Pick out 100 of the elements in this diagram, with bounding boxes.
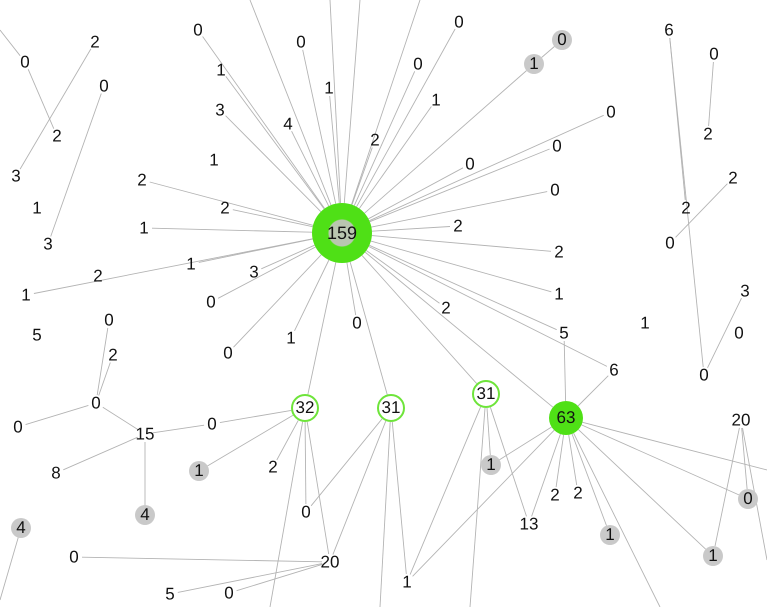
network-edge <box>675 183 728 238</box>
network-edge <box>270 421 304 607</box>
node-label: 1 <box>137 218 151 238</box>
node-label: 2 <box>91 266 105 286</box>
network-edge <box>329 96 340 204</box>
network-edge <box>219 410 292 424</box>
node-label: 13 <box>518 514 540 534</box>
circle-node: 1 <box>703 546 723 566</box>
node-label: 20 <box>318 552 342 572</box>
network-edge <box>371 226 450 232</box>
network-edge <box>368 246 608 367</box>
circle-node: 4 <box>11 518 31 538</box>
network-edge <box>20 48 92 170</box>
network-edge <box>370 191 548 228</box>
network-edge <box>572 433 607 526</box>
node-label: 0 <box>550 136 564 156</box>
network-edge <box>218 246 316 299</box>
network-edge <box>568 434 578 486</box>
node-label: 20 <box>730 410 752 430</box>
node-label: 2 <box>701 124 715 144</box>
node-label: 1 <box>30 198 44 218</box>
node-label: 2 <box>726 168 740 188</box>
node-label: 0 <box>67 548 81 566</box>
node-label: 0 <box>102 310 116 330</box>
network-edge <box>233 254 322 348</box>
node-label: 2 <box>106 346 120 364</box>
network-edge <box>564 340 566 402</box>
network-edge <box>669 38 704 368</box>
node-label: 0 <box>89 394 103 412</box>
node-label: 2 <box>548 486 562 504</box>
network-edge <box>33 238 314 294</box>
network-edge <box>152 424 205 434</box>
node-label: 0 <box>411 54 425 74</box>
network-edge <box>98 362 111 396</box>
node-label: 0 <box>11 418 25 436</box>
network-edge <box>366 250 440 304</box>
network-edge <box>499 426 552 460</box>
node-label: 6 <box>662 20 676 40</box>
network-edge <box>707 298 742 368</box>
filled-node: 63 <box>549 401 583 435</box>
network-edge <box>714 427 740 547</box>
network-edge <box>291 130 330 207</box>
node-label: 1 <box>638 314 652 332</box>
network-edge <box>310 418 383 506</box>
network-edge <box>102 406 139 430</box>
node-label: 3 <box>41 234 55 254</box>
circle-node: 1 <box>481 455 501 475</box>
network-edge <box>741 428 748 490</box>
ring-node: 31 <box>472 380 500 408</box>
ring-node: 31 <box>377 394 405 422</box>
network-edge <box>356 28 456 208</box>
node-label: 0 <box>18 52 32 72</box>
circle-node: 0 <box>552 30 572 50</box>
node-label: 2 <box>50 126 64 146</box>
network-edge <box>198 238 314 263</box>
network-edge <box>177 563 323 593</box>
node-label: 5 <box>30 326 44 344</box>
network-edge <box>352 147 373 206</box>
circle-node: 0 <box>738 489 758 509</box>
network-edge <box>364 252 554 408</box>
node-label: 0 <box>294 32 308 52</box>
network-edge <box>232 209 314 228</box>
network-edge <box>82 556 322 562</box>
node-label: 3 <box>9 166 23 186</box>
circle-node: 1 <box>600 525 620 545</box>
node-label: 1 <box>429 90 443 110</box>
node-label: 0 <box>697 366 711 384</box>
node-label: 2 <box>571 484 585 502</box>
network-edge <box>490 406 527 517</box>
network-edge <box>392 421 407 574</box>
network-edge <box>344 0 360 204</box>
network-edge <box>202 36 326 209</box>
node-label: 2 <box>88 32 102 52</box>
node-label: 5 <box>557 324 571 342</box>
node-label: 2 <box>552 242 566 262</box>
network-edge <box>28 68 54 130</box>
node-label: 0 <box>663 234 677 252</box>
node-label: 0 <box>548 180 562 200</box>
node-label: 2 <box>451 216 465 236</box>
network-edge <box>96 327 108 396</box>
node-label: 0 <box>205 414 219 434</box>
node-label: 2 <box>266 458 280 476</box>
network-edge <box>368 167 464 220</box>
network-edge <box>260 244 316 270</box>
node-label: 0 <box>97 76 111 96</box>
node-label: 0 <box>463 154 477 174</box>
node-label: 3 <box>738 282 752 300</box>
circle-node: 1 <box>189 461 209 481</box>
node-label: 3 <box>213 100 227 120</box>
node-label: 4 <box>281 114 295 134</box>
network-edge <box>708 62 714 126</box>
network-edge <box>0 30 21 56</box>
node-label: 0 <box>204 292 218 312</box>
node-label: 1 <box>552 284 566 304</box>
network-edge <box>0 537 19 600</box>
network-edge <box>412 430 555 577</box>
ring-node: 32 <box>291 394 319 422</box>
network-edge <box>346 262 356 316</box>
network-edge <box>531 434 561 517</box>
node-label: 1 <box>214 60 228 80</box>
